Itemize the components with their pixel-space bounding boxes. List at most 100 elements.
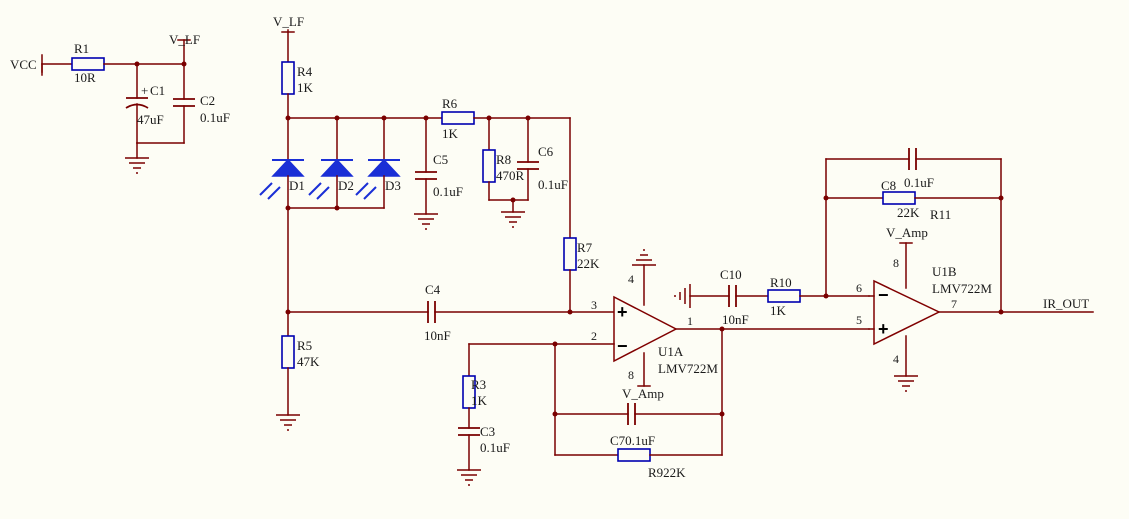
c8-value: 0.1uF [904, 175, 934, 190]
u1b-pin-5: 5 [856, 313, 862, 327]
capacitor-c2[interactable]: C2 0.1uF [173, 63, 230, 144]
u1b-pin-7: 7 [951, 297, 957, 311]
r1-value: 10R [74, 70, 96, 85]
capacitor-c8[interactable]: C8 0.1uF [881, 148, 934, 193]
c1-value: 47uF [137, 112, 164, 127]
u1a-pin-2: 2 [591, 329, 597, 343]
photodiode-d2[interactable]: D2 [308, 117, 354, 209]
r5-ref: R5 [297, 338, 312, 353]
u1a-value: LMV722M [658, 361, 718, 376]
c4-ref: C4 [425, 282, 441, 297]
c4-value: 10nF [424, 328, 451, 343]
ground-symbol-4 [276, 414, 300, 431]
photodiode-d1[interactable]: D1 [259, 117, 305, 209]
net-label-v-lf-1: V_LF [169, 32, 200, 47]
c7-label: C70.1uF [610, 433, 655, 448]
resistor-r5[interactable]: R5 47K [281, 335, 320, 416]
c5-ref: C5 [433, 152, 448, 167]
d3-ref: D3 [385, 178, 401, 193]
d2-ref: D2 [338, 178, 354, 193]
u1a-pin-3: 3 [591, 298, 597, 312]
net-label-ir-out: IR_OUT [1043, 296, 1089, 311]
r7-value: 22K [577, 256, 600, 271]
opamp-u1b-stage: C10 R10 1K C8 0.1uF 22K R11 [674, 148, 1094, 392]
opamp-u1a[interactable]: + − 3 2 1 4 8 U1A LMV722M [591, 272, 718, 382]
ground-symbol-1 [125, 157, 149, 174]
u1a-minus-symbol: − [617, 336, 628, 356]
u1b-plus-symbol: + [878, 319, 889, 339]
ground-symbol-2 [414, 213, 438, 230]
net-label-v-lf-2: V_LF [273, 14, 304, 29]
c10-ref: C10 [720, 267, 742, 282]
u1a-plus-symbol: + [617, 302, 628, 322]
r9-label: R922K [648, 465, 686, 480]
opamp-u1a-stage: + − 3 2 1 4 8 U1A LMV722M V_Amp R3 1K [457, 249, 870, 486]
u1b-pin-6: 6 [856, 281, 862, 295]
ground-symbol-u1a-top [632, 249, 656, 266]
c5-value: 0.1uF [433, 184, 463, 199]
capacitor-c10[interactable]: C10 [720, 267, 742, 307]
photodiode-section: V_LF R4 1K D1 D2 [259, 14, 615, 431]
r3-value: 1K [471, 393, 488, 408]
capacitor-c7[interactable]: C70.1uF [610, 403, 655, 448]
r11-value: 22K [897, 205, 920, 220]
c1-ref: C1 [150, 83, 165, 98]
net-label-v-amp-2: V_Amp [886, 225, 928, 240]
resistor-r6[interactable]: R6 1K [441, 96, 475, 141]
resistor-r4[interactable]: R4 1K [281, 61, 314, 95]
r10-ref: R10 [770, 275, 792, 290]
r7-ref: R7 [577, 240, 593, 255]
resistor-r10[interactable]: R10 1K [767, 275, 801, 318]
ground-symbol-7 [894, 375, 918, 392]
r6-value: 1K [442, 126, 459, 141]
u1b-minus-symbol: − [878, 285, 889, 305]
resistor-r7[interactable]: R7 22K [563, 117, 600, 313]
resistor-r3[interactable]: R3 1K [462, 375, 488, 429]
r8-ref: R8 [496, 152, 511, 167]
c10-value: 10nF [722, 312, 749, 327]
net-label-vcc: VCC [10, 57, 37, 72]
u1a-ref: U1A [658, 344, 684, 359]
opamp-u1b[interactable]: − + 6 5 7 8 4 U1B LMV722M [856, 256, 992, 366]
u1b-pin-4: 4 [893, 352, 899, 366]
resistor-r1[interactable]: R1 10R [71, 41, 105, 85]
capacitor-c3[interactable]: C3 0.1uF [458, 424, 510, 471]
r11-ref: R11 [930, 207, 951, 222]
photodiode-d3[interactable]: D3 [355, 117, 401, 209]
capacitor-c6[interactable]: C6 0.1uF [517, 117, 568, 201]
c2-ref: C2 [200, 93, 215, 108]
capacitor-c4[interactable]: C4 10nF [424, 282, 451, 343]
r3-ref: R3 [471, 377, 486, 392]
r10-value: 1K [770, 303, 787, 318]
r5-value: 47K [297, 354, 320, 369]
u1a-pin-8: 8 [628, 368, 634, 382]
r4-value: 1K [297, 80, 314, 95]
r4-ref: R4 [297, 64, 313, 79]
r8-value: 470R [496, 168, 525, 183]
c3-ref: C3 [480, 424, 495, 439]
power-filter: VCC R1 10R V_LF + C1 47uF C2 0.1uF [10, 32, 230, 174]
ground-symbol-6 [674, 284, 691, 308]
capacitor-c1[interactable]: + C1 47uF [125, 63, 165, 144]
net-label-v-amp-1: V_Amp [622, 386, 664, 401]
u1a-pin-4: 4 [628, 272, 634, 286]
ground-symbol-5 [457, 469, 481, 486]
r1-ref: R1 [74, 41, 89, 56]
c3-value: 0.1uF [480, 440, 510, 455]
ground-symbol-3 [501, 211, 525, 228]
c6-value: 0.1uF [538, 177, 568, 192]
c6-ref: C6 [538, 144, 554, 159]
resistor-r8[interactable]: R8 470R [482, 117, 525, 201]
resistor-r11[interactable]: 22K R11 [882, 191, 951, 222]
u1b-ref: U1B [932, 264, 957, 279]
capacitor-c5[interactable]: C5 0.1uF [415, 117, 463, 215]
c2-value: 0.1uF [200, 110, 230, 125]
c1-polarity: + [141, 83, 148, 98]
r6-ref: R6 [442, 96, 458, 111]
u1a-pin-1: 1 [687, 314, 693, 328]
d1-ref: D1 [289, 178, 305, 193]
c8-ref: C8 [881, 178, 896, 193]
u1b-pin-8: 8 [893, 256, 899, 270]
resistor-r9[interactable]: R922K [617, 448, 686, 480]
